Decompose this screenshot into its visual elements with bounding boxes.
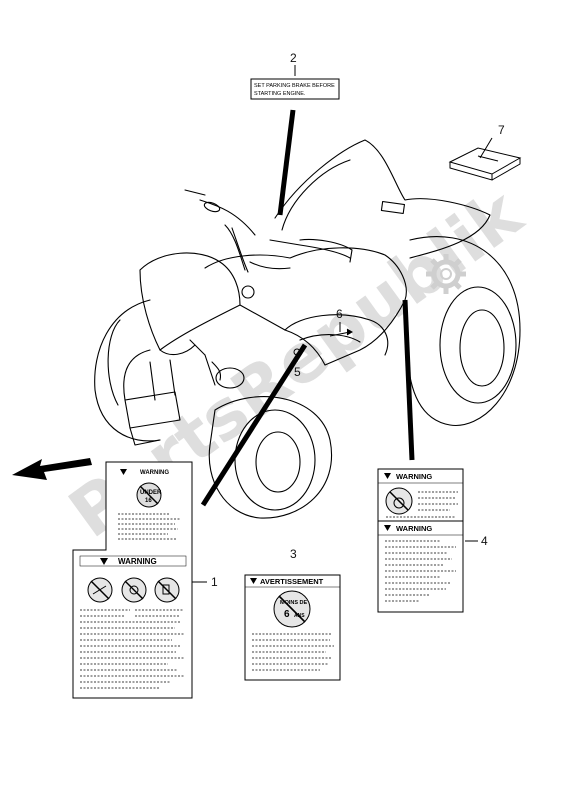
label-1-small-warning: WARNING <box>140 470 169 476</box>
no-child-icon <box>273 590 311 628</box>
front-direction-arrow-icon <box>12 458 92 480</box>
label-4-warning-top: WARNING <box>396 472 432 481</box>
label-parking-brake: SET PARKING BRAKE BEFORE STARTING ENGINE… <box>250 78 340 100</box>
item-5-marker <box>293 348 301 356</box>
label-4-warning-bottom: WARNING <box>396 524 432 533</box>
age-six-text: 6 <box>284 609 290 620</box>
callout-2: 2 <box>290 51 297 65</box>
no-passenger-icon <box>385 487 413 515</box>
leader-lines <box>191 65 493 583</box>
gear-icon <box>426 254 466 294</box>
moins-de-text: MOINS DE <box>280 600 308 606</box>
label-1-main-warning: WARNING <box>118 557 157 566</box>
callout-7: 7 <box>498 123 505 137</box>
callout-6: 6 <box>336 307 343 321</box>
callout-5: 5 <box>294 365 301 379</box>
callout-1: 1 <box>211 575 218 589</box>
item-6-marker <box>329 328 353 337</box>
callout-4: 4 <box>481 534 488 548</box>
callout-3: 3 <box>290 547 297 561</box>
no-drink-icon <box>154 577 180 603</box>
parking-brake-line2: STARTING ENGINE. <box>254 91 306 97</box>
label-7-tag <box>448 147 522 181</box>
parking-brake-line1: SET PARKING BRAKE BEFORE <box>254 83 335 89</box>
label-1-warning: WARNING UNDER 16 WARNING <box>72 461 193 699</box>
under-badge-text: UNDER <box>140 490 162 496</box>
atv-illustration <box>94 139 521 519</box>
no-passenger-icon <box>87 577 113 603</box>
under-badge-age: 16 <box>145 498 152 504</box>
label-3-avertissement: AVERTISSEMENT MOINS DE 6 ANS <box>244 574 341 681</box>
label-4-warning: WARNING WARNING <box>377 468 464 613</box>
no-helmet-icon <box>121 577 147 603</box>
avertissement-title: AVERTISSEMENT <box>260 577 324 586</box>
ans-text: ANS <box>294 613 305 619</box>
